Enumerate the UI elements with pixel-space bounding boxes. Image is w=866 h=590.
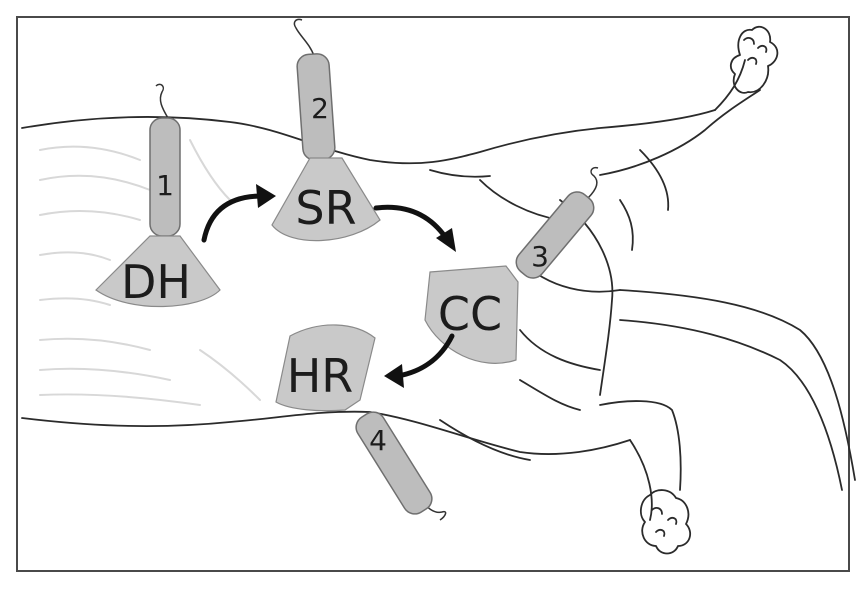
view-label-HR: HR xyxy=(287,349,354,403)
view-label-CC: CC xyxy=(438,287,502,341)
view-DH: 1 DH xyxy=(95,83,221,309)
arrow-CC-to-HR-head xyxy=(384,364,404,388)
probe-number-1: 1 xyxy=(156,169,174,202)
arrow-SR-to-CC-head xyxy=(436,228,456,252)
arrow-CC-to-HR xyxy=(395,333,455,379)
view-SR: 2 SR xyxy=(271,18,381,242)
probe-number-3: 3 xyxy=(531,240,549,273)
sequence-arrows xyxy=(201,184,456,388)
arrow-DH-to-SR xyxy=(201,193,265,243)
fan-DH xyxy=(95,235,221,308)
probe-number-2: 2 xyxy=(311,92,329,125)
arrow-DH-to-SR-head xyxy=(256,184,276,208)
probe-number-4: 4 xyxy=(369,424,387,457)
ribcage-texture xyxy=(39,139,261,406)
view-HR: 4 HR xyxy=(275,324,447,521)
probe-3 xyxy=(515,191,595,279)
fan-SR xyxy=(271,157,381,242)
fan-HR xyxy=(275,324,376,412)
view-label-SR: SR xyxy=(295,181,356,235)
animal-outline xyxy=(21,25,856,555)
probe-4 xyxy=(355,411,433,515)
arrow-SR-to-CC xyxy=(373,204,449,241)
view-label-DH: DH xyxy=(121,255,191,309)
